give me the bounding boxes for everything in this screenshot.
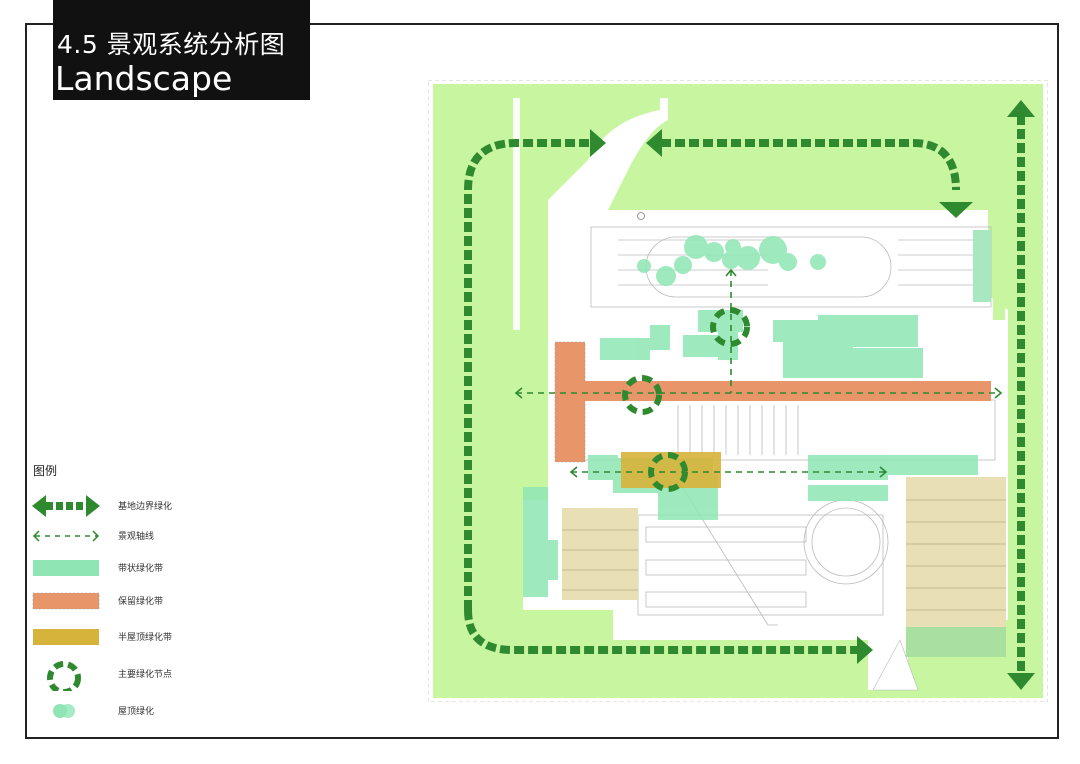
legend-item-green-band: 带状绿化带 bbox=[32, 555, 272, 581]
site-marker bbox=[637, 212, 645, 220]
main-green-node bbox=[622, 307, 750, 492]
boundary-arrow-northwest bbox=[464, 129, 606, 610]
entrance-plaza bbox=[872, 639, 919, 691]
legend-item-semi-roof-green: 半屋顶绿化带 bbox=[32, 624, 272, 650]
landscape-axis-secondary bbox=[569, 466, 888, 478]
east-strip bbox=[993, 230, 1005, 320]
legend-label: 半屋顶绿化带 bbox=[118, 633, 173, 643]
legend-item-boundary-green: 基地边界绿化 bbox=[32, 493, 272, 519]
south-building bbox=[637, 479, 889, 626]
retained-green-band bbox=[554, 341, 991, 463]
left-path bbox=[513, 98, 520, 330]
legend-label: 保留绿化带 bbox=[118, 597, 164, 607]
legend-label: 带状绿化带 bbox=[118, 564, 164, 574]
landscape-axis-vertical bbox=[725, 268, 737, 393]
green-patch-east bbox=[906, 627, 1006, 657]
landscape-axis-main bbox=[514, 387, 1003, 399]
drawing-frame bbox=[25, 23, 1059, 739]
dashed-axis-arrow-icon bbox=[32, 530, 100, 542]
legend-label: 主要绿化节点 bbox=[118, 670, 173, 680]
boundary-arrow-south bbox=[464, 609, 873, 664]
site-plan bbox=[428, 80, 1048, 702]
green-band-east bbox=[973, 230, 991, 302]
legend-item-landscape-axis: 景观轴线 bbox=[32, 523, 272, 549]
section-subtitle: Landscape bbox=[55, 59, 233, 98]
legend-label: 屋顶绿化 bbox=[118, 707, 155, 717]
legend-label: 基地边界绿化 bbox=[118, 502, 173, 512]
legend-item-main-node: 主要绿化节点 bbox=[32, 661, 272, 691]
section-title: 4.5 景观系统分析图 bbox=[57, 30, 286, 59]
boundary-arrow-northeast bbox=[646, 129, 973, 218]
double-arrow-dashed-icon bbox=[32, 495, 100, 517]
legend-item-retained-green: 保留绿化带 bbox=[32, 588, 272, 614]
yellow-band-swatch bbox=[33, 629, 99, 645]
legend-item-roof-green: 屋顶绿化 bbox=[32, 698, 272, 724]
legend-heading: 图例 bbox=[33, 464, 58, 478]
roof-circles-icon bbox=[53, 704, 75, 718]
legend-label: 景观轴线 bbox=[118, 532, 155, 542]
parking-east bbox=[906, 477, 1006, 627]
ring-node-icon bbox=[47, 661, 81, 691]
title-block: 4.5 景观系统分析图 Landscape bbox=[53, 0, 310, 100]
green-band-swatch bbox=[33, 560, 99, 576]
roof-garden bbox=[637, 235, 826, 286]
boundary-arrow-east bbox=[1007, 100, 1035, 690]
orange-band-swatch bbox=[32, 592, 100, 610]
parking-west bbox=[562, 508, 638, 600]
